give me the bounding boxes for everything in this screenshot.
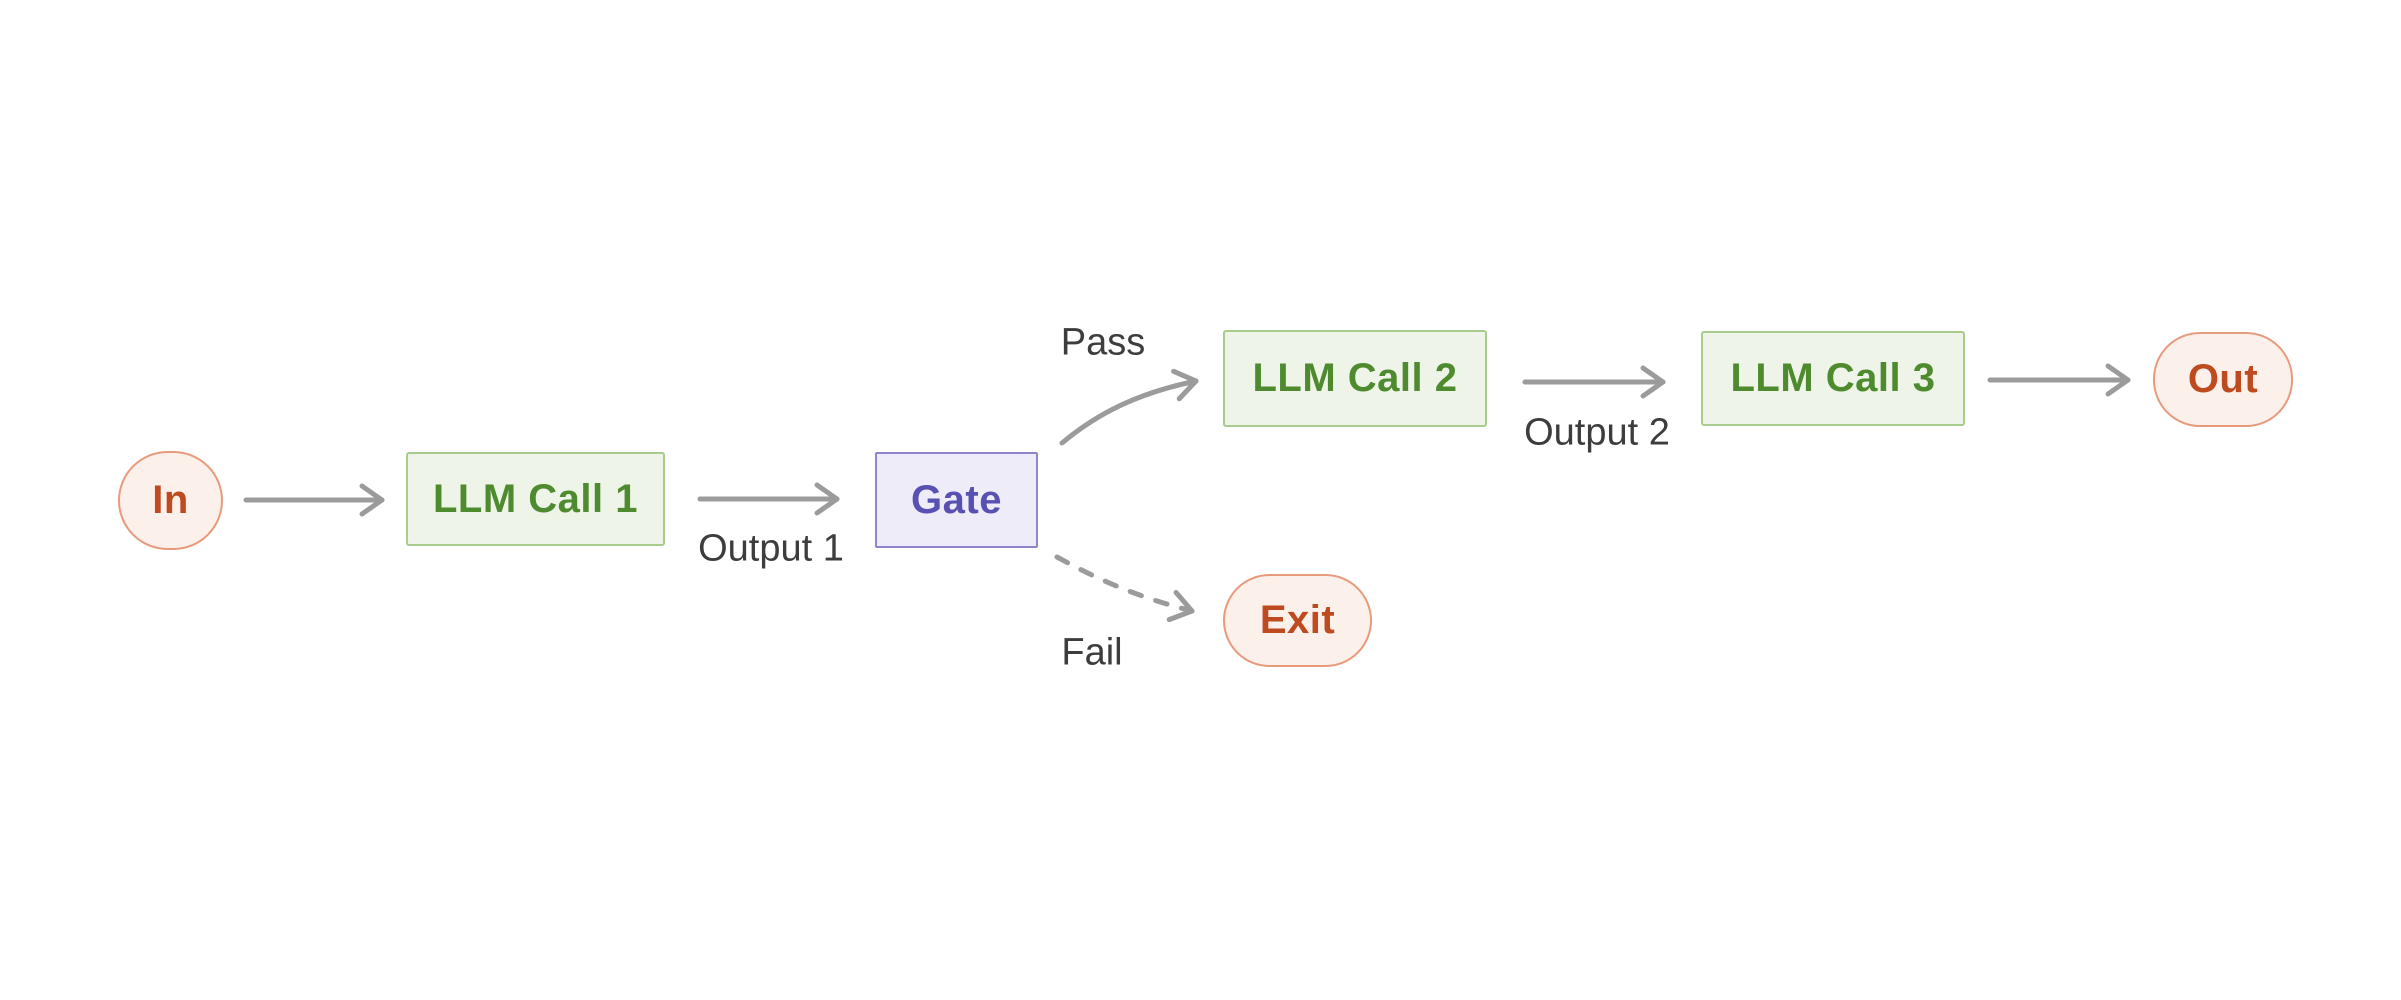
edge-gate-to-llm2-pass [1059,368,1199,446]
edge-label-pass: Pass [1060,321,1146,364]
node-in: In [118,451,223,550]
node-llm-call-2: LLM Call 2 [1223,330,1487,427]
node-llm-call-2-label: LLM Call 2 [1252,356,1458,400]
node-gate-label: Gate [911,477,1002,522]
edge-label-output-1: Output 1 [698,527,844,570]
node-out-label: Out [2187,357,2259,401]
node-llm-call-1: LLM Call 1 [406,452,665,546]
node-out: Out [2153,332,2293,427]
edge-gate-to-exit-fail [1054,554,1195,623]
node-exit-label: Exit [1259,598,1336,642]
node-llm-call-3: LLM Call 3 [1701,331,1965,426]
edge-label-output-2: Output 2 [1524,411,1670,454]
node-exit: Exit [1223,574,1372,667]
node-in-label: In [152,478,189,522]
edge-label-fail: Fail [1061,631,1123,674]
node-llm-call-3-label: LLM Call 3 [1730,356,1936,400]
node-gate: Gate [875,452,1038,548]
node-llm-call-1-label: LLM Call 1 [432,476,639,521]
